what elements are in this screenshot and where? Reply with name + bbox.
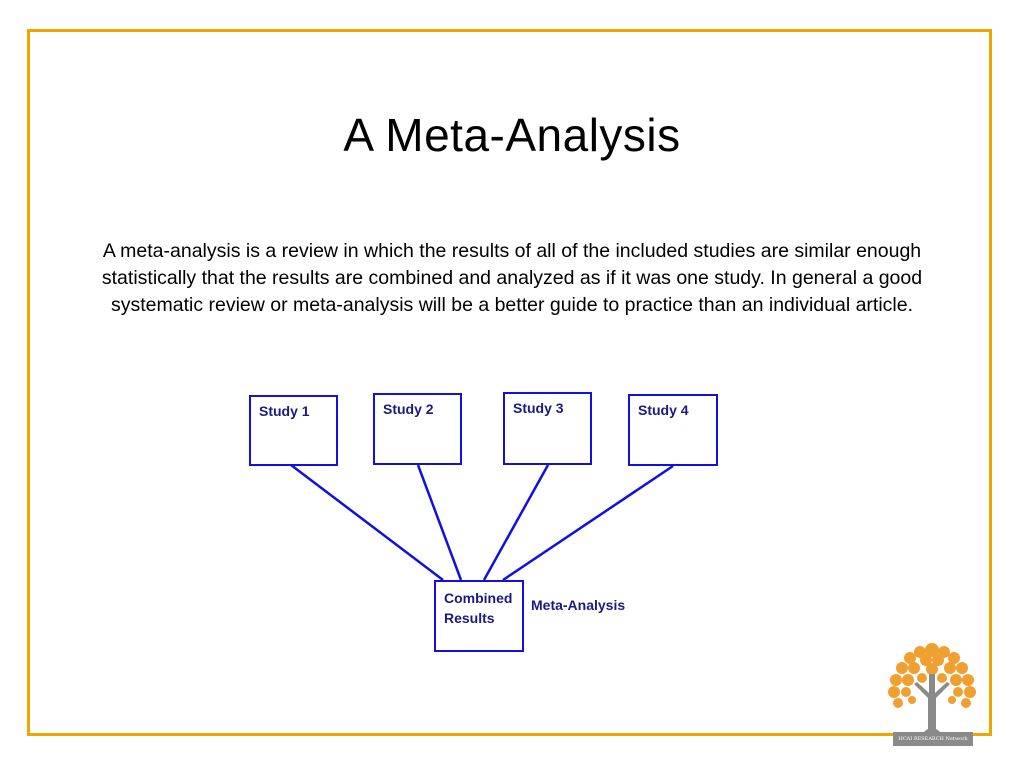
study-1-box: Study 1	[249, 395, 338, 466]
connector-study-4	[502, 464, 674, 582]
tree-logo-icon	[888, 643, 976, 732]
study-1-label: Study 1	[259, 403, 310, 419]
combined-results-box: Combined Results	[434, 580, 524, 652]
study-3-box: Study 3	[503, 392, 592, 465]
combined-results-line-2: Results	[444, 610, 495, 626]
logo-caption: HCAI RESEARCH Network	[893, 732, 973, 746]
study-4-label: Study 4	[638, 402, 689, 418]
study-4-box: Study 4	[628, 394, 718, 466]
study-3-label: Study 3	[513, 400, 564, 416]
connector-study-1	[290, 464, 444, 581]
combined-results-line-1: Combined	[444, 590, 513, 606]
slide-frame	[27, 29, 992, 736]
connector-study-3	[482, 464, 550, 581]
slide-body-text: A meta-analysis is a review in which the…	[101, 240, 923, 316]
study-2-label: Study 2	[383, 401, 434, 417]
study-2-box: Study 2	[373, 393, 462, 465]
slide-title: A Meta-Analysis	[343, 109, 681, 161]
meta-analysis-label: Meta-Analysis	[531, 597, 626, 613]
connector-study-2	[416, 464, 463, 581]
